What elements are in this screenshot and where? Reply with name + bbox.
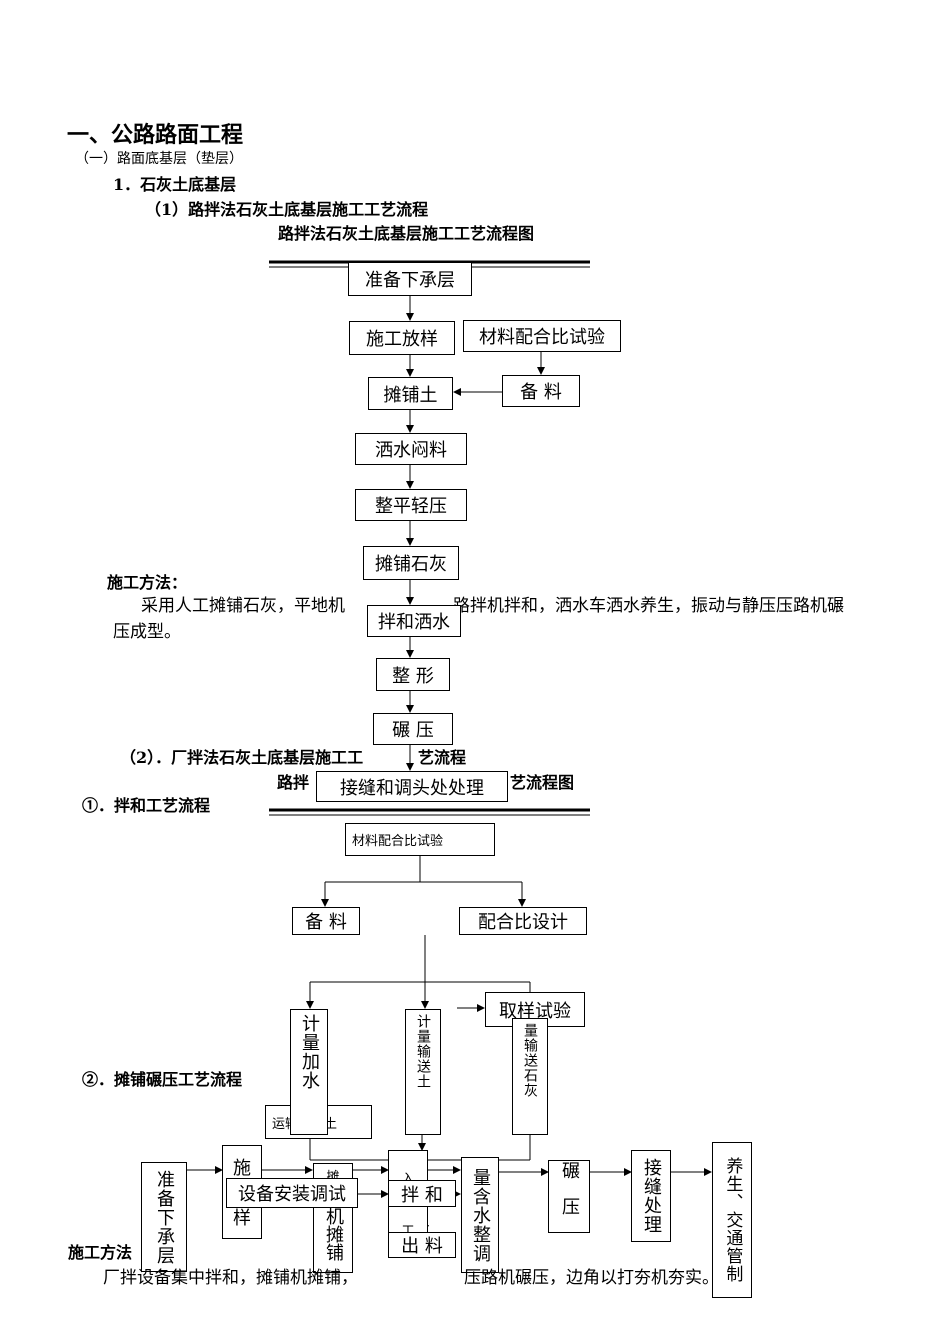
flow1-stakeout-box: 施工放样 [349, 321, 455, 355]
flow1-stock-box: 备 料 [502, 375, 580, 407]
section-heading-4-plant-mix: （2）．厂拌法石灰土底基层施工工 [120, 748, 364, 767]
flow2-meter-soil-box: 计量输送土 [405, 1009, 441, 1135]
method-label-2: 施工方法 [68, 1243, 133, 1262]
section-heading-3: 1．石灰土底基层 [113, 175, 237, 194]
flow2-design-box: 配合比设计 [459, 907, 587, 935]
flow1-prepare-box: 准备下承层 [348, 262, 472, 296]
flow2-mix-test-box: 材料配合比试验 [345, 823, 495, 856]
section-heading-1: 一、公路路面工程 [67, 122, 244, 148]
section-heading-4-road-mix: （1）路拌法石灰土底基层施工工艺流程 [145, 200, 429, 219]
section-heading-4-plant-mix-end: 艺流程 [418, 748, 467, 767]
flow1-spread-lime-box: 摊铺石灰 [363, 546, 459, 580]
flow1-mix-water-box: 拌和洒水 [367, 605, 461, 637]
flow2-meter-water-box: 计量加水 [290, 1009, 328, 1135]
flow1-joint-box: 接缝和调头处处理 [316, 771, 508, 802]
flow1-compact-box: 碾 压 [373, 713, 453, 745]
method-label-1: 施工方法： [107, 573, 188, 592]
chart2-title-left: 路拌 [277, 773, 310, 792]
method-text-1c: 压成型。 [113, 622, 181, 642]
flow2-stock-box: 备 料 [292, 907, 360, 935]
subheading-paving-process: ②．摊铺碾压工艺流程 [82, 1070, 243, 1089]
flow3-discharge-box: 出 料 [388, 1232, 456, 1258]
stakeout-bottom-char: 样 [233, 1208, 251, 1229]
flow3-mix-box: 拌 和 [388, 1180, 456, 1207]
flow1-shape-box: 整 形 [376, 658, 450, 691]
chart2-title-right: 艺流程图 [510, 773, 575, 792]
flow1-water-box: 洒水闷料 [355, 433, 467, 465]
subheading-mix-process: ①．拌和工艺流程 [82, 796, 211, 815]
stakeout-top-char: 施 [233, 1158, 251, 1179]
flow1-mix-test-box: 材料配合比试验 [463, 320, 621, 352]
roll-label: 碾压 [559, 1160, 580, 1233]
flow3-prepare-box: 准备下承层 [141, 1162, 187, 1272]
flow1-spread-soil-box: 摊铺土 [368, 377, 453, 410]
flow3-moisture-box: 量含水整调 [461, 1157, 499, 1273]
method-text-2a: 厂拌设备集中拌和，摊铺机摊铺， [103, 1268, 358, 1288]
paver-label: 机摊铺 [323, 1207, 344, 1261]
section-heading-2: （一）路面底基层（垫层） [75, 151, 243, 167]
flow1-level-box: 整平轻压 [355, 489, 467, 521]
flow3-joint-box: 接缝处理 [631, 1150, 671, 1242]
flow3-equipment-box: 设备安装调试 [226, 1178, 358, 1208]
flow3-roll-box: 碾压 [548, 1160, 590, 1233]
method-text-1b: 路拌机拌和，洒水车洒水养生，振动与静压压路机碾 [453, 596, 844, 616]
flow3-cure-box: 养生、交通管制 [712, 1142, 752, 1298]
chart1-title: 路拌法石灰土底基层施工工艺流程图 [278, 224, 535, 243]
flow2-meter-lime-box: 量输送石灰 [512, 1018, 548, 1135]
method-text-2b: 压路机碾压，边角以打夯机夯实。 [464, 1268, 719, 1288]
method-text-1a: 采用人工摊铺石灰，平地机 [141, 596, 345, 616]
